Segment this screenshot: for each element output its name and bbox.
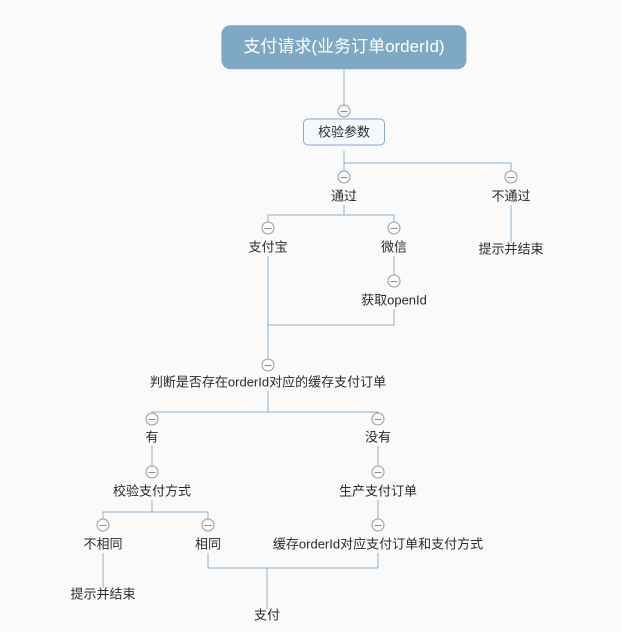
- node-label: 缓存orderId对应支付订单和支付方式: [272, 536, 484, 552]
- collapse-minus-circle-icon-n7[interactable]: [387, 274, 401, 288]
- node-label: 生产支付订单: [338, 483, 418, 499]
- node-label: 没有: [364, 429, 392, 445]
- node-label: 相同: [194, 536, 222, 552]
- collapse-minus-circle-icon-n15[interactable]: [371, 518, 385, 532]
- edge-split3-to-n9: [151, 411, 268, 419]
- node-n14[interactable]: 相同: [195, 538, 221, 551]
- collapse-minus-circle-icon-n8[interactable]: [261, 358, 275, 372]
- node-label: 支付: [253, 607, 281, 623]
- collapse-minus-circle-icon-n10[interactable]: [371, 412, 385, 426]
- collapse-minus-circle-icon-n1[interactable]: [337, 104, 351, 118]
- edge-split4-to-n14: [152, 511, 209, 525]
- node-n8[interactable]: 判断是否存在orderId对应的缓存支付订单: [150, 376, 386, 389]
- edge-split2-to-n6: [344, 214, 395, 228]
- collapse-minus-circle-icon-n14[interactable]: [201, 518, 215, 532]
- node-n1[interactable]: 校验参数: [302, 118, 386, 146]
- node-label: 提示并结束: [478, 241, 544, 257]
- node-n5[interactable]: 支付宝: [248, 241, 287, 254]
- node-n2[interactable]: 通过: [331, 190, 357, 203]
- edge-split1-to-children: [344, 162, 512, 177]
- edge-split3-to-n10: [268, 411, 379, 419]
- node-n12[interactable]: 生产支付订单: [339, 485, 417, 498]
- collapse-minus-circle-icon-n6[interactable]: [387, 221, 401, 235]
- node-label: 判断是否存在orderId对应的缓存支付订单: [149, 374, 387, 390]
- edge-n7-to-merge1: [268, 309, 395, 326]
- node-n9[interactable]: 有: [145, 431, 158, 444]
- node-label: 通过: [330, 188, 358, 204]
- node-label: 不通过: [491, 188, 531, 204]
- node-n15[interactable]: 缓存orderId对应支付订单和支付方式: [273, 538, 483, 551]
- node-n16[interactable]: 提示并结束: [70, 588, 135, 601]
- node-n3[interactable]: 不通过: [491, 190, 530, 203]
- node-label: 支付请求(业务订单orderId): [243, 37, 445, 57]
- edge-n14-to-merge2: [207, 553, 378, 569]
- edge-split4-to-n13: [102, 511, 152, 525]
- edge-split2-to-n5: [267, 214, 344, 228]
- node-label: 支付宝: [248, 239, 288, 255]
- node-n6[interactable]: 微信: [381, 241, 407, 254]
- collapse-minus-circle-icon-n11[interactable]: [145, 465, 159, 479]
- node-label: 获取openId: [361, 292, 427, 308]
- node-n11[interactable]: 校验支付方式: [113, 485, 191, 498]
- collapse-minus-circle-icon-n12[interactable]: [371, 465, 385, 479]
- collapse-minus-circle-icon-n9[interactable]: [145, 412, 159, 426]
- node-label: 不相同: [83, 536, 123, 552]
- node-label: 有: [145, 429, 159, 445]
- collapse-minus-circle-icon-n5[interactable]: [261, 221, 275, 235]
- node-n17[interactable]: 支付: [254, 609, 280, 622]
- node-n0[interactable]: 支付请求(业务订单orderId): [221, 25, 467, 69]
- collapse-minus-circle-icon-n2[interactable]: [337, 170, 351, 184]
- node-label: 微信: [380, 239, 408, 255]
- node-n13[interactable]: 不相同: [83, 538, 122, 551]
- node-n10[interactable]: 没有: [365, 431, 391, 444]
- node-label: 校验支付方式: [112, 483, 192, 499]
- node-label: 校验参数: [317, 124, 371, 140]
- node-n4[interactable]: 提示并结束: [478, 243, 543, 256]
- node-n7[interactable]: 获取openId: [361, 294, 427, 307]
- node-label: 提示并结束: [70, 586, 136, 602]
- collapse-minus-circle-icon-n13[interactable]: [96, 518, 110, 532]
- collapse-minus-circle-icon-n3[interactable]: [504, 170, 518, 184]
